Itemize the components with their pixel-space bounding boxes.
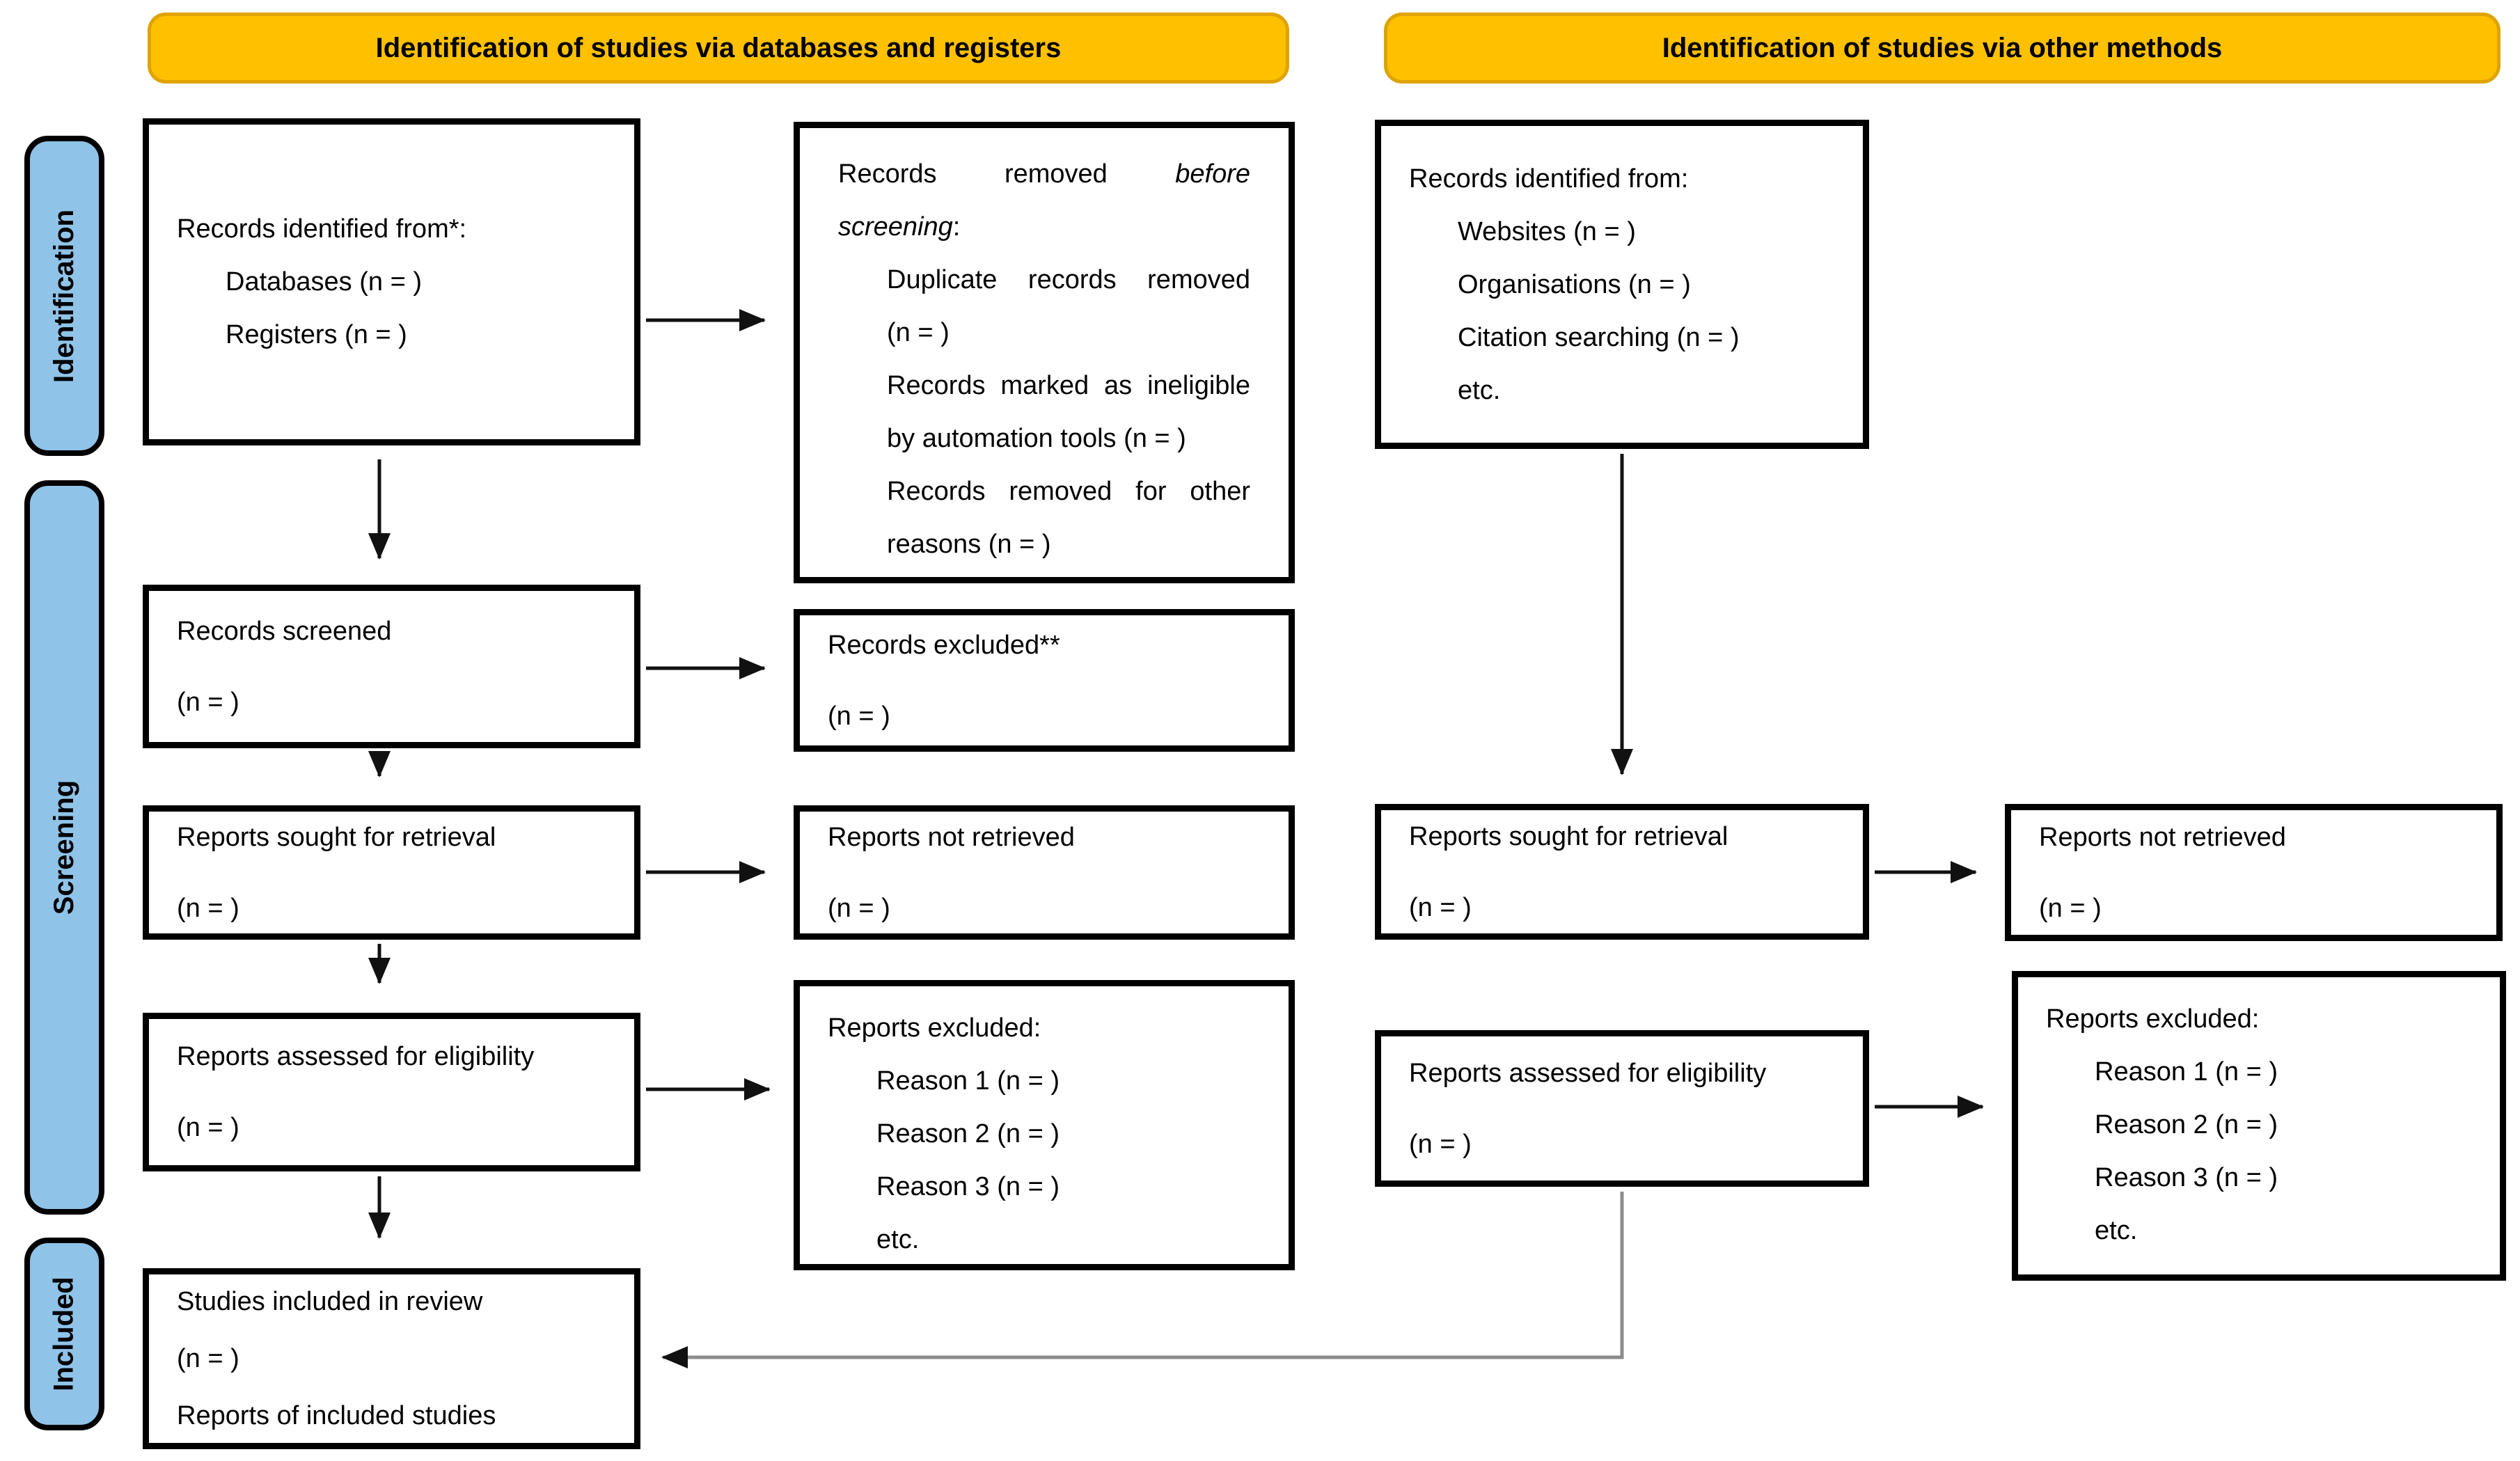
box-line: Reports sought for retrieval: [177, 822, 496, 852]
box-line: etc.: [2095, 1216, 2138, 1245]
box-line: Records screened: [177, 616, 392, 646]
box-studies-included-in-review: Studies included in review (n = ) Reports …: [143, 1268, 640, 1449]
box-line: reasons (n = ): [887, 530, 1051, 559]
box-line: Reason 2 (n = ): [2095, 1110, 2278, 1139]
box-line: Reports excluded:: [828, 1013, 1041, 1043]
box-records-screened: Records screened (n = ): [143, 585, 640, 748]
box-reports-excluded-reasons-other: Reports excluded: Reason 1 (n = ) Reason 2…: [2012, 971, 2506, 1281]
box-reports-excluded-reasons-db: Reports excluded: Reason 1 (n = ) Reason 2…: [794, 980, 1295, 1270]
stage-tab-screening: Screening: [24, 480, 104, 1215]
box-line: Studies included in review: [177, 1287, 483, 1316]
box-line: etc.: [876, 1225, 920, 1254]
banner-databases-registers: Identification of studies via databases …: [148, 13, 1289, 84]
box-line: (n = ): [828, 701, 890, 731]
stage-tab-label: Identification: [49, 209, 80, 383]
box-reports-assessed-eligibility-other: Reports assessed for eligibility (n = ): [1375, 1030, 1869, 1187]
box-line: Reason 3 (n = ): [876, 1172, 1060, 1201]
stage-tab-label: Included: [49, 1277, 80, 1391]
box-line: Citation searching (n = ): [1458, 322, 1740, 352]
box-line: (n = ): [177, 893, 239, 923]
box-line: Reports excluded:: [2046, 1004, 2260, 1034]
box-line: Records removed before: [838, 159, 1250, 189]
box-reports-sought-retrieval-other: Reports sought for retrieval (n = ): [1375, 804, 1869, 940]
stage-tab-identification: Identification: [24, 136, 104, 456]
banner-label: Identification of studies via databases …: [375, 32, 1062, 63]
banner-label: Identification of studies via other meth…: [1662, 32, 2223, 63]
box-line: Registers (n = ): [226, 320, 407, 349]
stage-tab-label: Screening: [49, 780, 79, 915]
box-line: Records marked as ineligible: [887, 371, 1250, 400]
box-line: Reports not retrieved: [828, 822, 1075, 852]
box-reports-sought-retrieval-db: Reports sought for retrieval (n = ): [143, 805, 640, 940]
box-line: etc.: [1458, 375, 1501, 405]
box-records-identified-databases: Records identified from*: Databases (n = …: [143, 118, 640, 445]
box-line: Reports of included studies: [177, 1401, 496, 1430]
box-line: Records identified from:: [1409, 164, 1689, 194]
box-line: (n = ): [177, 1344, 239, 1373]
box-line: (n = ): [1409, 1129, 1472, 1159]
box-line: (n = ): [177, 687, 239, 717]
box-line: Reason 3 (n = ): [2095, 1163, 2278, 1192]
box-line: Reason 2 (n = ): [876, 1119, 1060, 1148]
box-line: Duplicate records removed: [887, 265, 1250, 294]
box-reports-not-retrieved-db: Reports not retrieved (n = ): [794, 805, 1295, 940]
box-reports-assessed-eligibility-db: Reports assessed for eligibility (n = ): [143, 1013, 640, 1171]
box-line: Reports not retrieved: [2039, 822, 2286, 852]
box-line: Reason 1 (n = ): [876, 1066, 1060, 1096]
box-line: Reports sought for retrieval: [1409, 821, 1728, 851]
box-records-identified-other-methods: Records identified from: Websites (n = ) O…: [1375, 120, 1869, 449]
box-line: Reason 1 (n = ): [2095, 1057, 2278, 1087]
box-line: Databases (n = ): [226, 267, 422, 297]
box-line: Records removed for other: [887, 477, 1250, 506]
box-line: Records identified from*:: [177, 214, 467, 244]
box-line: Reports assessed for eligibility: [177, 1042, 535, 1071]
box-line: (n = ): [1409, 892, 1472, 922]
box-line: Records excluded**: [828, 630, 1060, 660]
box-line: (n = ): [828, 893, 890, 923]
box-line: (n = ): [177, 1113, 239, 1142]
stage-tab-included: Included: [24, 1238, 104, 1430]
box-line: Websites (n = ): [1458, 216, 1636, 246]
box-records-removed-before-screening: Records removed before screening: Duplicat…: [794, 122, 1295, 583]
box-records-excluded: Records excluded** (n = ): [794, 609, 1295, 752]
box-line: Organisations (n = ): [1458, 269, 1691, 299]
banner-other-methods: Identification of studies via other meth…: [1384, 13, 2501, 84]
box-reports-not-retrieved-other: Reports not retrieved (n = ): [2005, 804, 2503, 941]
box-line: (n = ): [887, 318, 950, 347]
box-line: by automation tools (n = ): [887, 424, 1186, 453]
box-line: screening:: [838, 212, 961, 242]
box-line: (n = ): [2039, 893, 2102, 923]
box-line: Reports assessed for eligibility: [1409, 1058, 1767, 1088]
